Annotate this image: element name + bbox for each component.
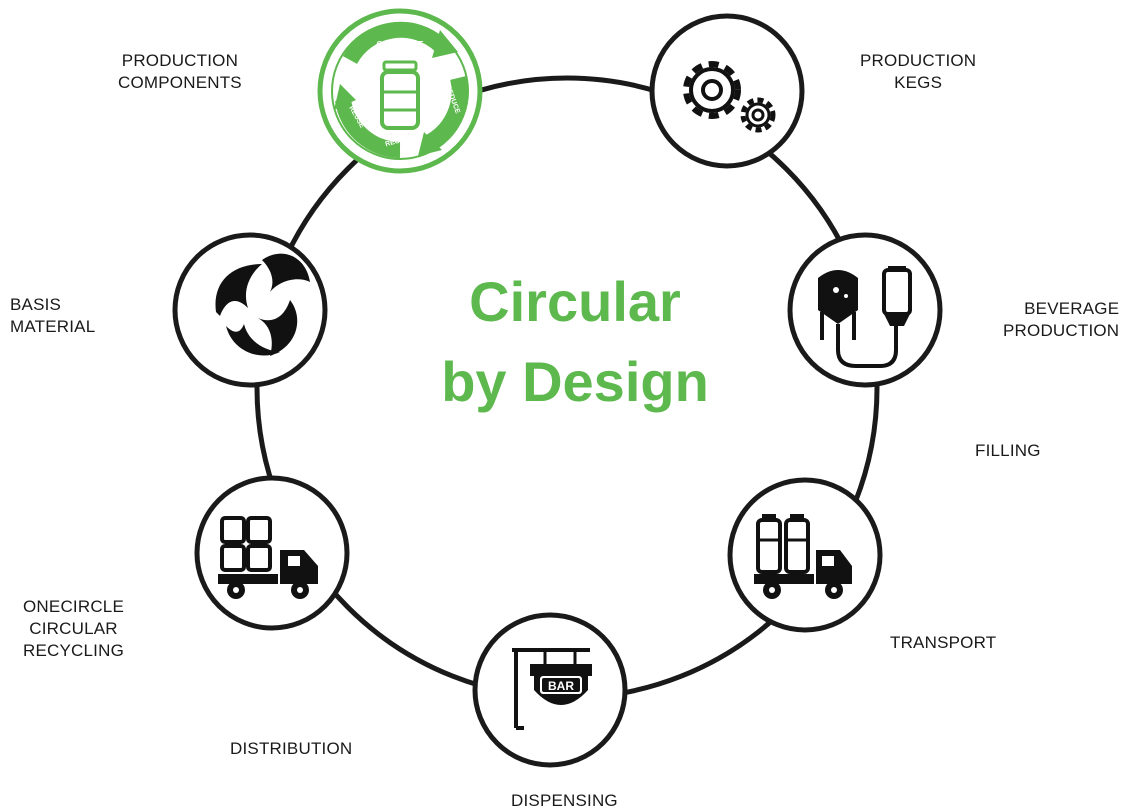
label-beverage-production: BEVERAGE PRODUCTION <box>1003 299 1120 340</box>
label-onecircle-recycling: ONECIRCLE CIRCULAR RECYCLING <box>23 597 124 660</box>
node-distribution <box>194 475 350 631</box>
leaf-recycle-icon <box>215 253 310 356</box>
center-title: Circular by Design <box>380 262 770 422</box>
label-dispensing: DISPENSING <box>511 791 618 810</box>
node-transport <box>727 477 883 633</box>
bar-sign-text: BAR <box>548 679 574 693</box>
node-onecircle: ONECIRCLE REDUCE RECYCLE REUSE <box>317 8 483 174</box>
keg-icon <box>380 60 420 130</box>
truck-kegs-icon <box>218 516 318 599</box>
tanks-icon <box>818 266 912 368</box>
node-production-kegs <box>649 13 805 169</box>
label-basis-material: BASIS MATERIAL <box>10 295 96 336</box>
bar-sign-icon <box>512 648 592 730</box>
node-beverage-production <box>787 232 943 388</box>
truck-kegs-icon <box>754 514 852 599</box>
gears-icon <box>683 61 776 133</box>
title-line-2: by Design <box>441 350 709 413</box>
label-filling: FILLING <box>975 441 1041 460</box>
title-line-1: Circular <box>469 270 681 333</box>
label-production-components: PRODUCTION COMPONENTS <box>118 51 242 92</box>
label-distribution: DISTRIBUTION <box>230 739 353 758</box>
label-transport: TRANSPORT <box>890 633 997 652</box>
node-dispensing: BAR <box>472 612 628 768</box>
node-basis-material <box>172 232 328 388</box>
badge-onecircle-text: ONECIRCLE <box>376 40 424 49</box>
label-production-kegs: PRODUCTION KEGS <box>860 51 977 92</box>
